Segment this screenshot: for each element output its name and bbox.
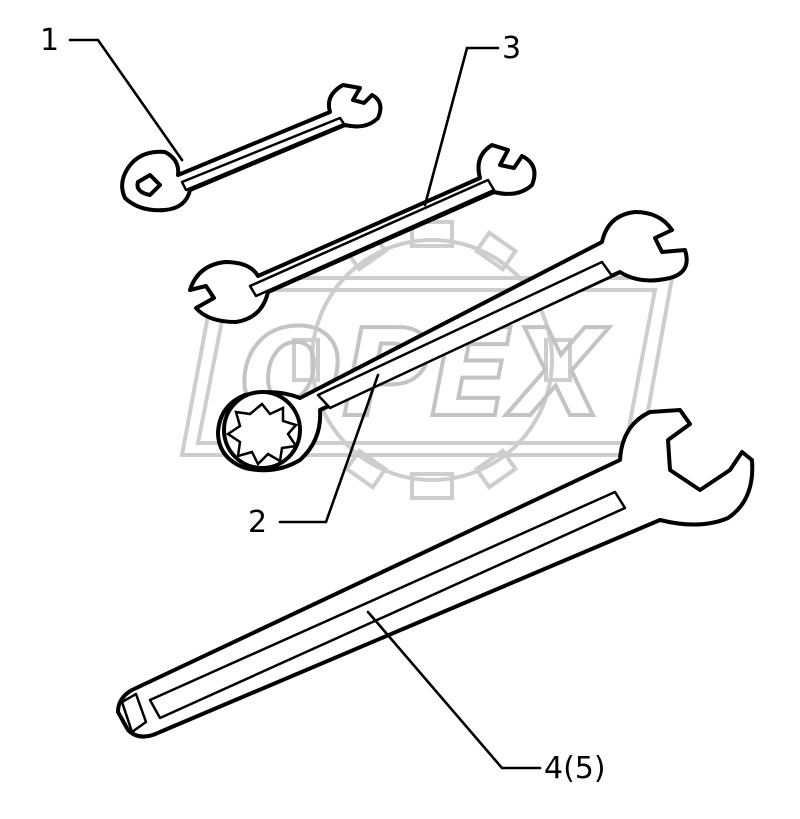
wrench-1 bbox=[120, 83, 383, 213]
ring-end-icon bbox=[222, 390, 302, 470]
callout-3: 3 bbox=[423, 31, 521, 207]
callout-label-4: 4(5) bbox=[544, 751, 606, 786]
callout-2: 2 bbox=[248, 373, 380, 540]
watermark-gear-icon bbox=[292, 220, 572, 500]
wrench-3 bbox=[188, 143, 537, 324]
callout-label-3: 3 bbox=[502, 31, 521, 66]
wrench-2 bbox=[216, 210, 689, 473]
wrench-4 bbox=[116, 408, 755, 739]
callout-label-1: 1 bbox=[40, 23, 59, 58]
callout-1: 1 bbox=[40, 23, 184, 162]
callout-4: 4(5) bbox=[366, 610, 606, 786]
callout-label-2: 2 bbox=[248, 505, 267, 540]
